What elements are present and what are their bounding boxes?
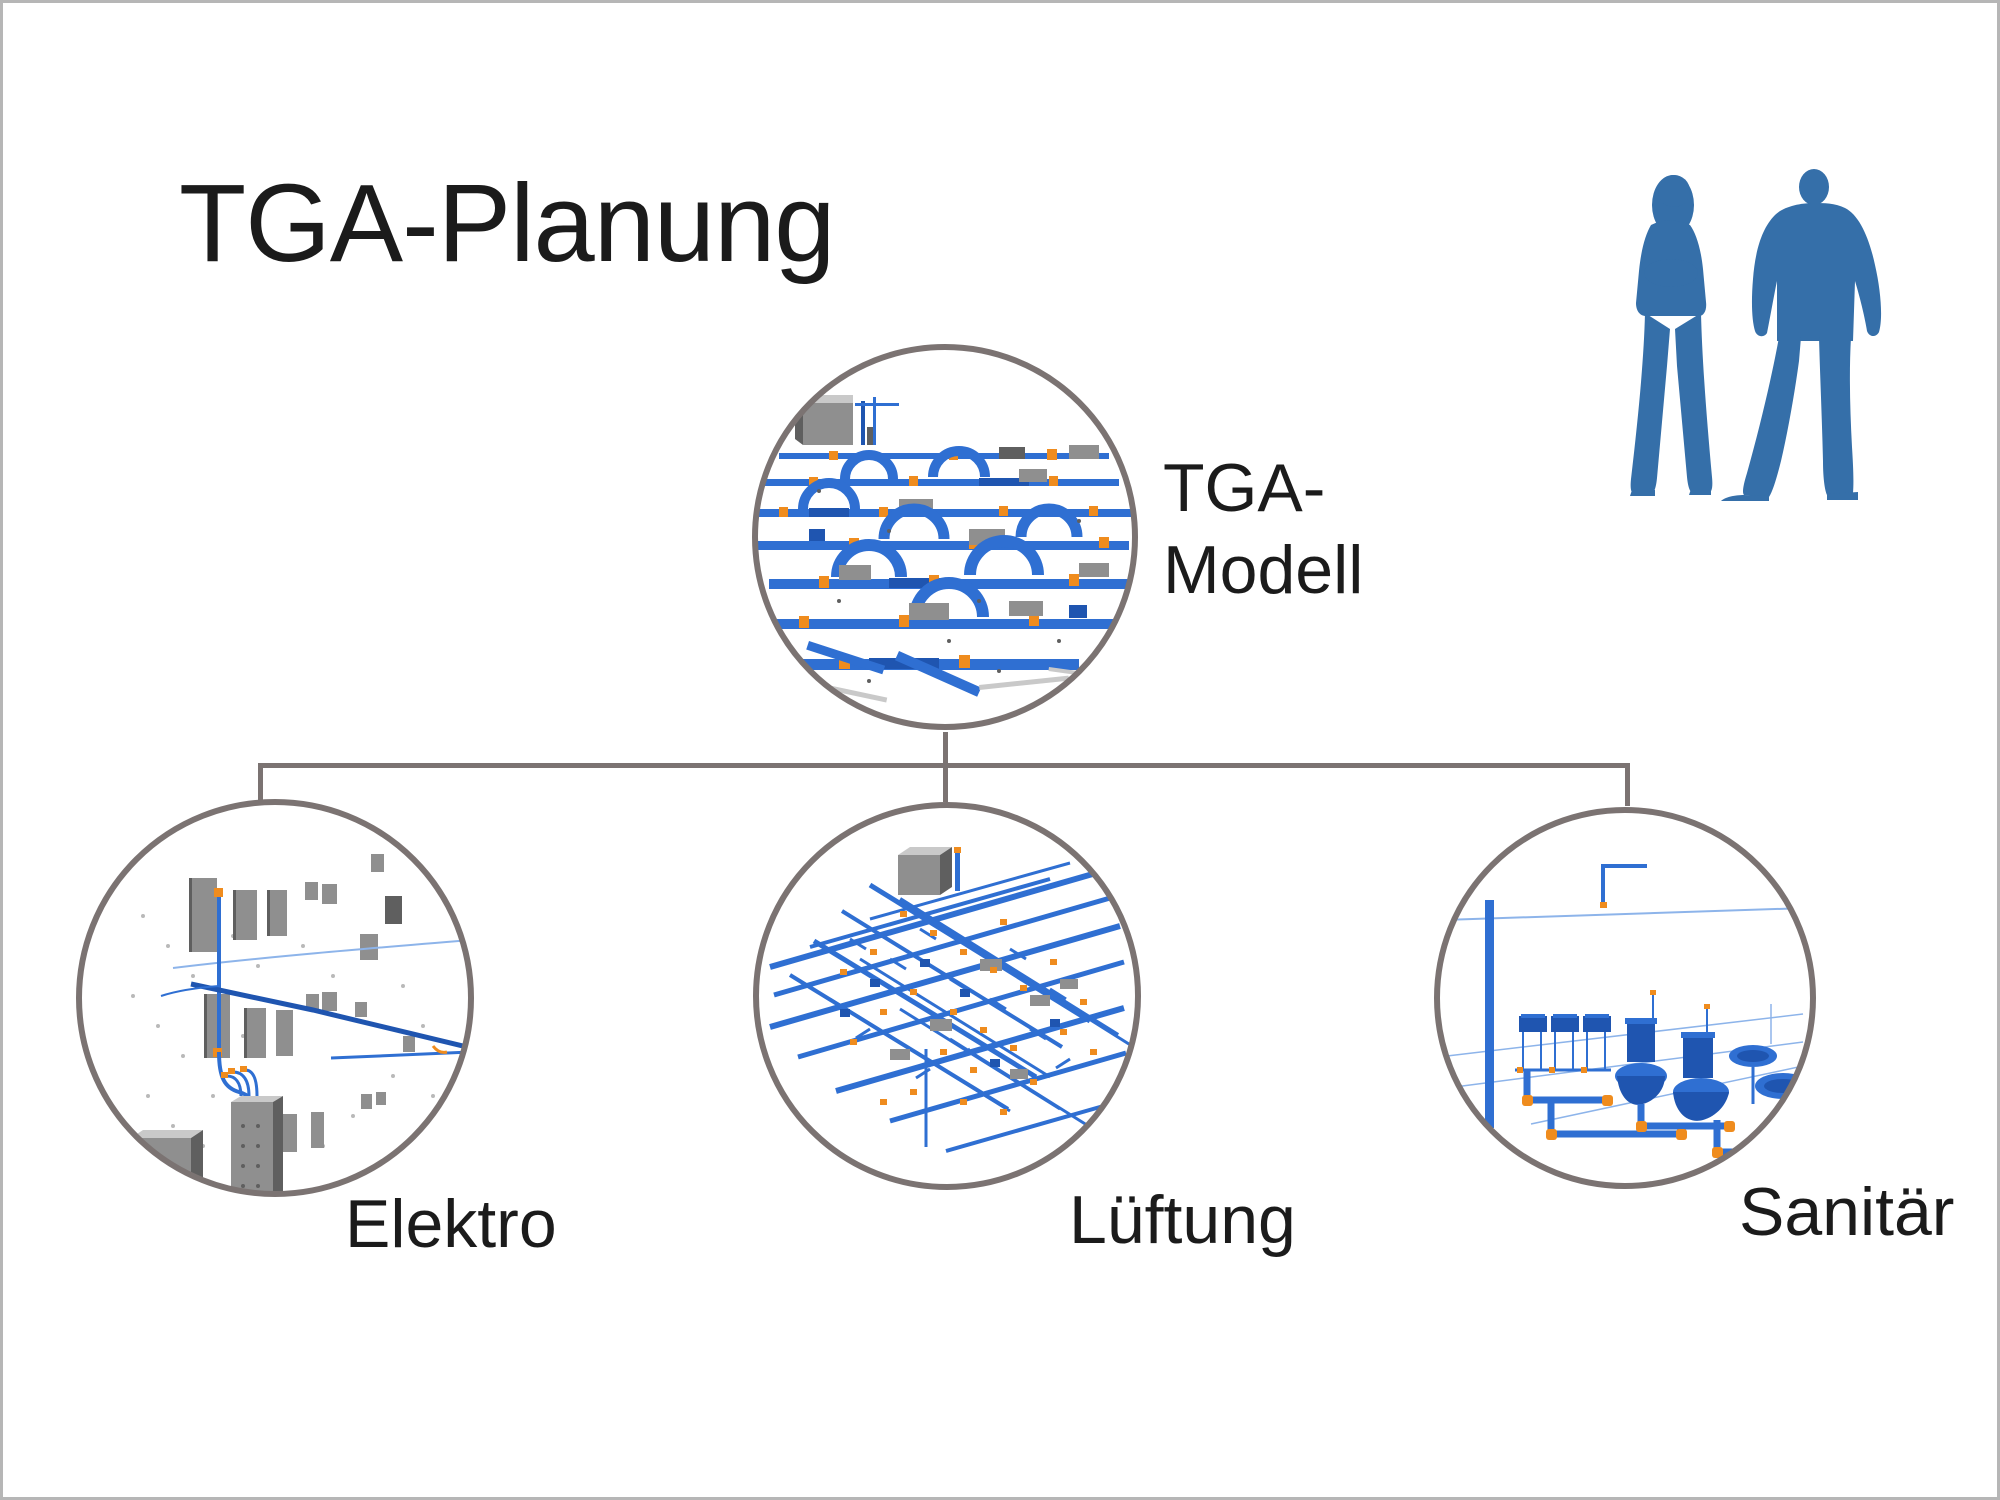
node-label-sanitaer: Sanitär — [1739, 1174, 1955, 1250]
node-label-elektro: Elektro — [345, 1186, 557, 1262]
sanitary-model-3d-thumbnail — [1434, 807, 1816, 1189]
node-circle-sanitaer — [1431, 804, 1819, 1192]
slide-title: TGA-Planung — [179, 162, 835, 285]
connector-middle-drop — [943, 766, 948, 802]
tga-model-3d-thumbnail — [752, 344, 1138, 730]
electrical-model-3d-thumbnail — [76, 799, 474, 1197]
connector-horizontal — [258, 763, 1630, 768]
node-circle-elektro — [73, 796, 477, 1200]
people-silhouette-icon — [1630, 169, 1882, 501]
node-label-line: Modell — [1163, 532, 1364, 608]
node-label-line: TGA- — [1163, 450, 1326, 526]
node-label-tga-modell: TGA- Modell — [1163, 447, 1363, 611]
node-circle-tga-modell — [749, 341, 1141, 733]
ventilation-model-3d-thumbnail — [753, 802, 1141, 1190]
connector-right-drop — [1625, 766, 1630, 806]
connector-root-drop — [943, 732, 948, 766]
node-label-lueftung: Lüftung — [1069, 1182, 1296, 1258]
connector-left-drop — [258, 766, 263, 800]
node-circle-lueftung — [750, 799, 1144, 1193]
